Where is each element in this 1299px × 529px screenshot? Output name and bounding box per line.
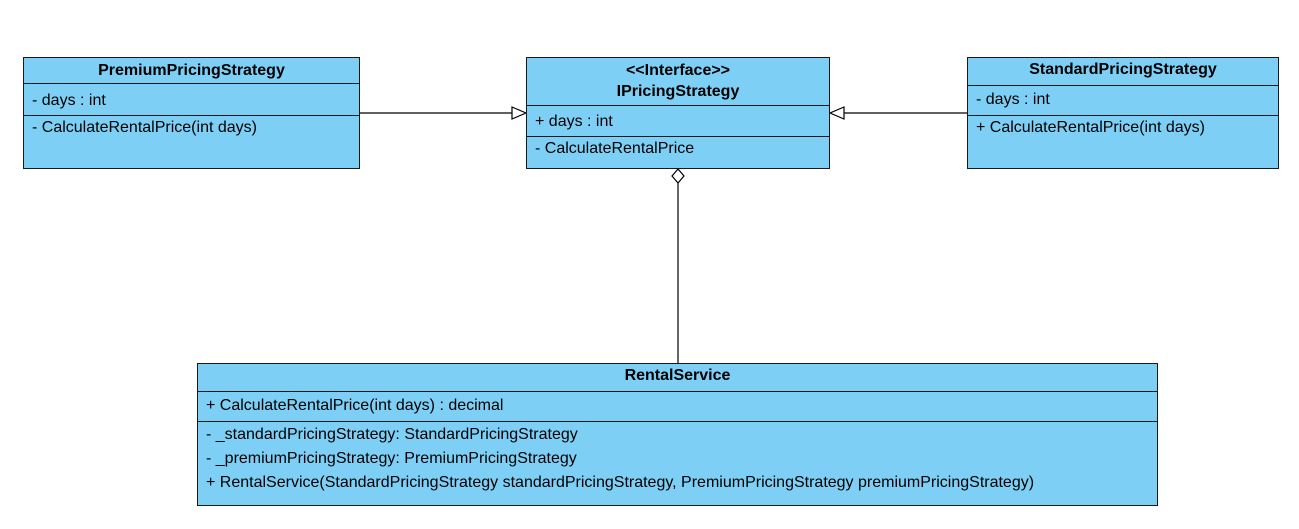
class-name: RentalService [198, 364, 1157, 392]
aggregation-diamond [671, 168, 685, 184]
attribute: - days : int [32, 92, 106, 109]
realization-arrowhead-premium [511, 106, 528, 120]
class-rental-service[interactable]: RentalService + CalculateRentalPrice(int… [197, 363, 1158, 506]
operation: - CalculateRentalPrice(int days) [32, 119, 257, 136]
stereotype: <<Interface>> [625, 62, 731, 79]
attribute: - days : int [976, 91, 1050, 108]
members-section: - _standardPricingStrategy: StandardPric… [198, 422, 1157, 495]
attributes-section: + days : int [527, 106, 829, 137]
attribute: + days : int [535, 113, 613, 130]
member: - _premiumPricingStrategy: PremiumPricin… [206, 450, 577, 467]
operations-section: - CalculateRentalPrice [527, 137, 829, 160]
class-name: PremiumPricingStrategy [24, 58, 359, 84]
operation: - CalculateRentalPrice [535, 140, 695, 157]
class-name-text: PremiumPricingStrategy [98, 62, 285, 79]
operation: + CalculateRentalPrice(int days) [976, 119, 1205, 136]
member: - _standardPricingStrategy: StandardPric… [206, 426, 578, 443]
class-name: <<Interface>> IPricingStrategy [527, 58, 829, 106]
class-standard-pricing-strategy[interactable]: StandardPricingStrategy - days : int + C… [967, 57, 1279, 169]
class-name-text: RentalService [624, 367, 731, 384]
class-ipricing-strategy[interactable]: <<Interface>> IPricingStrategy + days : … [526, 57, 830, 169]
class-name-text: StandardPricingStrategy [1029, 61, 1217, 78]
class-name-text: IPricingStrategy [616, 83, 740, 100]
attributes-section: - days : int [24, 84, 359, 116]
operations-section: + CalculateRentalPrice(int days) [968, 116, 1278, 139]
attributes-section: - days : int [968, 86, 1278, 116]
member: + RentalService(StandardPricingStrategy … [206, 474, 1035, 491]
operation: + CalculateRentalPrice(int days) : decim… [206, 397, 504, 414]
class-name: StandardPricingStrategy [968, 58, 1278, 86]
class-premium-pricing-strategy[interactable]: PremiumPricingStrategy - days : int - Ca… [23, 57, 360, 169]
realization-arrowhead-standard [828, 106, 845, 120]
operations-section: - CalculateRentalPrice(int days) [24, 116, 359, 139]
methods-section: + CalculateRentalPrice(int days) : decim… [198, 392, 1157, 422]
